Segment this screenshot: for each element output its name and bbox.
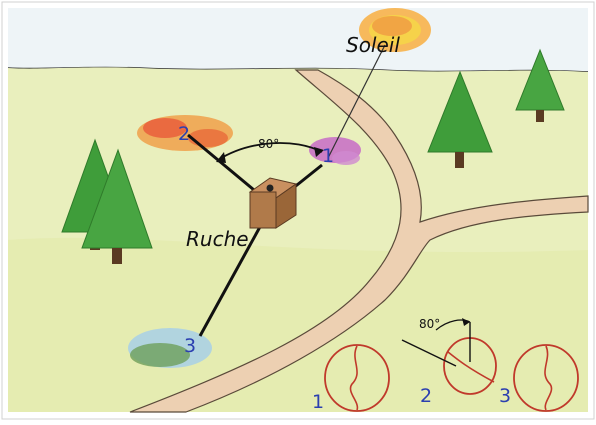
dance-1-number: 1 bbox=[312, 391, 324, 413]
dance-3-number: 3 bbox=[499, 385, 511, 407]
angle-label-dance: 80° bbox=[419, 317, 440, 331]
sun-label: Soleil bbox=[346, 33, 400, 57]
hive-label: Ruche bbox=[186, 227, 249, 251]
sky bbox=[8, 8, 588, 72]
dance-2-number: 2 bbox=[420, 385, 432, 407]
food-3-number: 3 bbox=[184, 335, 196, 357]
angle-label-top: 80° bbox=[258, 137, 279, 151]
food-2-number: 2 bbox=[178, 123, 190, 145]
food-1-number: 1 bbox=[322, 145, 334, 167]
